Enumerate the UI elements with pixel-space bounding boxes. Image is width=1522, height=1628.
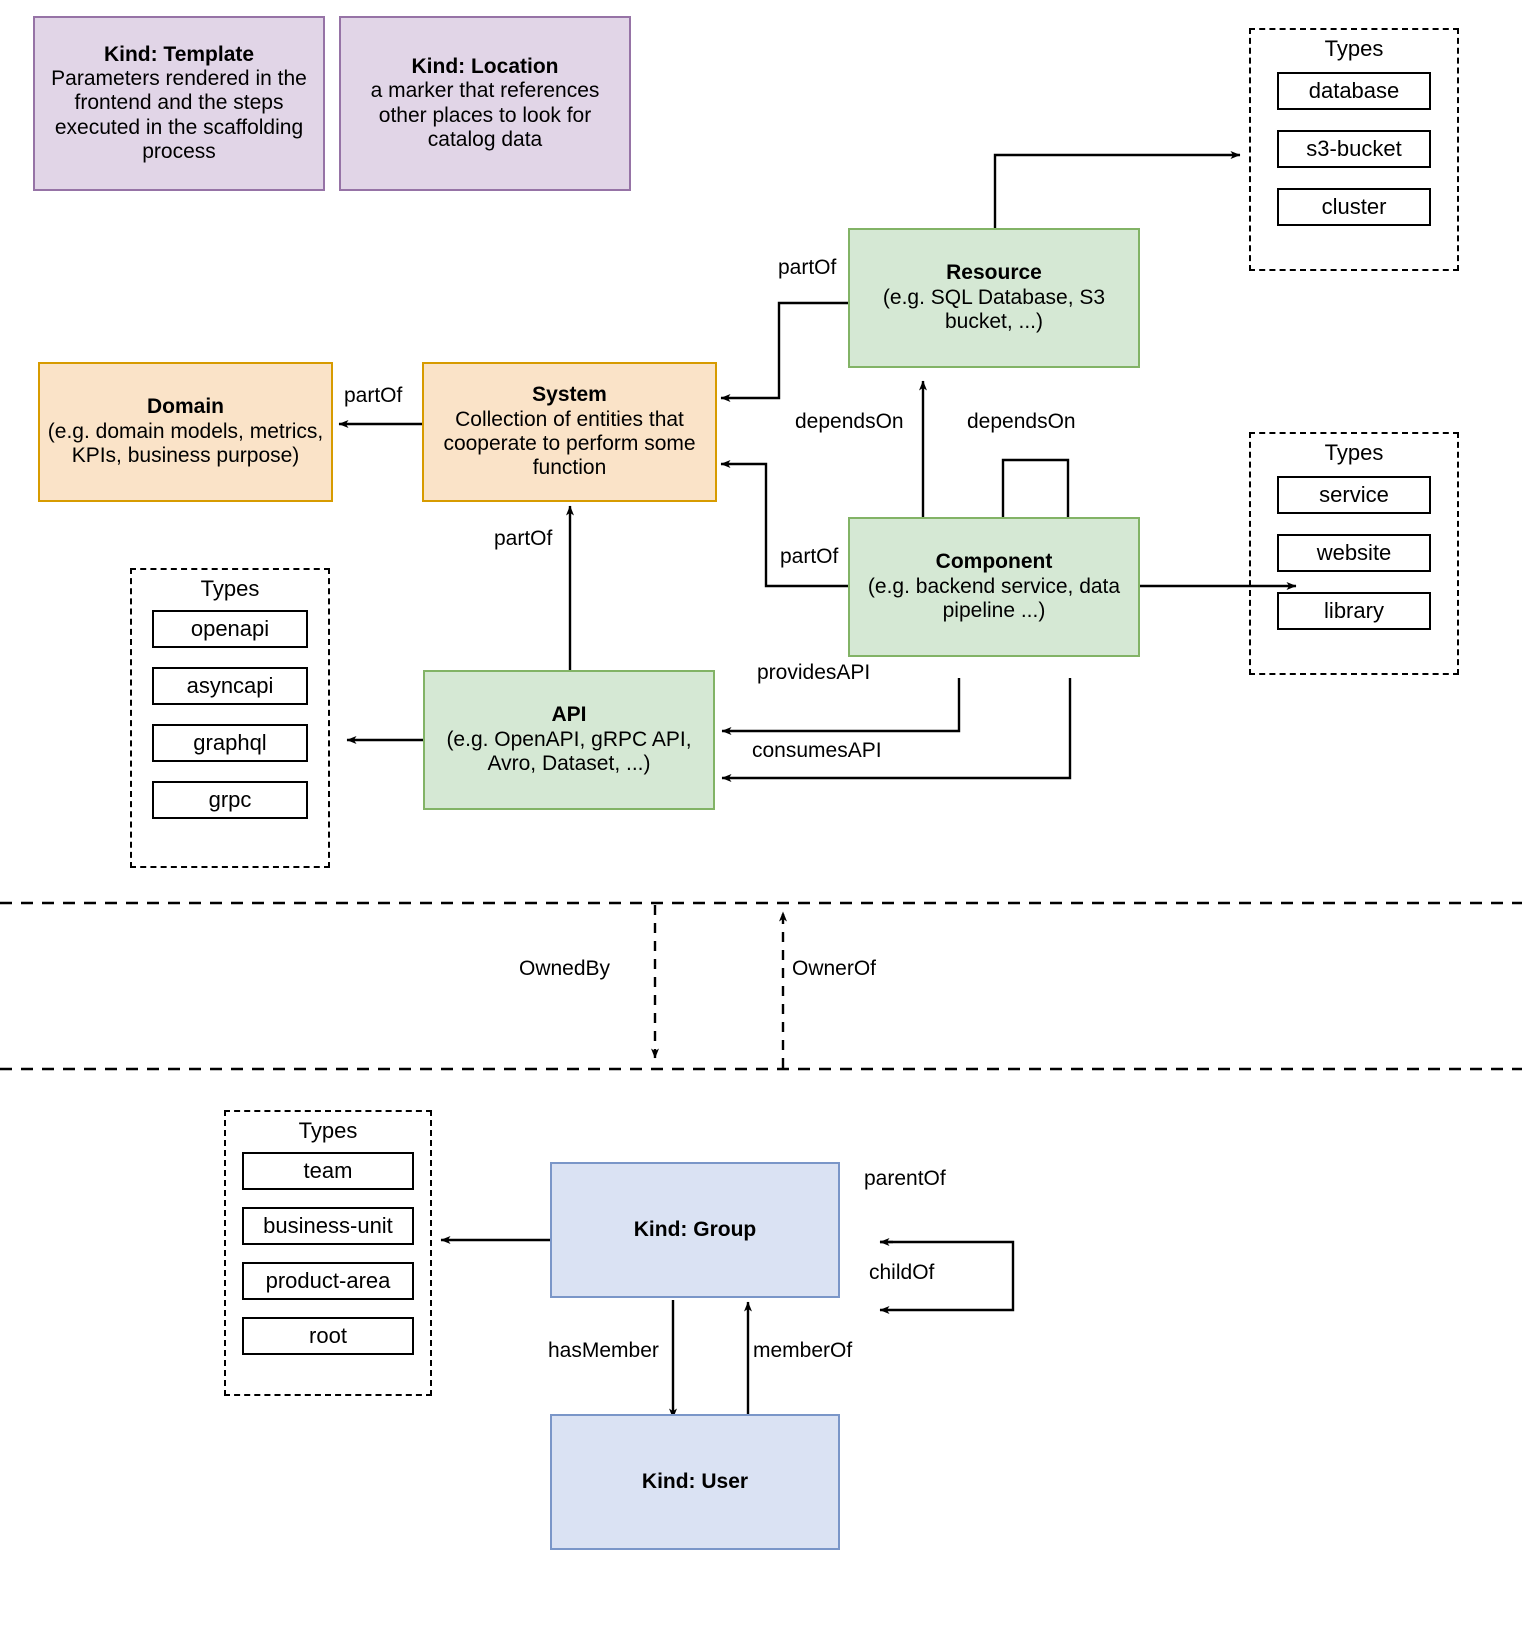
type-chip-root[interactable]: root	[242, 1317, 414, 1355]
node-user-title: Kind: User	[641, 1469, 749, 1493]
edge-group-parentof	[879, 1240, 1015, 1314]
types-group-resource: Types database s3-bucket cluster	[1249, 28, 1459, 271]
edge-label-user-memberof: memberOf	[753, 1339, 853, 1362]
edge-label-group-childof: childOf	[869, 1261, 935, 1284]
node-kind-user[interactable]: Kind: User	[550, 1414, 840, 1550]
edge-label-component-consumesapi: consumesAPI	[752, 739, 882, 762]
edge-label-component-dependson-resource: dependsOn	[795, 410, 904, 433]
node-domain-title: Domain	[146, 395, 224, 419]
edge-component-consumesapi-api	[721, 678, 1072, 782]
node-kind-template[interactable]: Kind: Template Parameters rendered in th…	[33, 16, 325, 191]
edge-label-group-hasmember: hasMember	[548, 1339, 659, 1362]
node-domain-description: (e.g. domain models, metrics, KPIs, busi…	[47, 419, 324, 468]
node-location-description: a marker that references other places to…	[370, 79, 600, 151]
edge-label-resource-partof-system: partOf	[778, 256, 837, 279]
edge-label-api-partof-system: partOf	[494, 527, 553, 550]
node-resource-description: (e.g. SQL Database, S3 bucket, ...)	[882, 285, 1106, 334]
type-chip-team[interactable]: team	[242, 1152, 414, 1190]
type-chip-business-unit[interactable]: business-unit	[242, 1207, 414, 1245]
node-api[interactable]: API (e.g. OpenAPI, gRPC API, Avro, Datas…	[423, 670, 715, 810]
type-chip-grpc[interactable]: grpc	[152, 781, 308, 819]
node-template-description: Parameters rendered in the frontend and …	[51, 66, 307, 164]
type-chip-database[interactable]: database	[1277, 72, 1431, 110]
types-group-resource-title: Types	[1324, 36, 1384, 61]
edge-component-dependson-component	[1001, 458, 1072, 537]
node-system-description: Collection of entities that cooperate to…	[443, 407, 696, 480]
node-api-title: API	[551, 703, 587, 727]
node-resource[interactable]: Resource (e.g. SQL Database, S3 bucket, …	[848, 228, 1140, 368]
edge-resource-partof-system	[720, 301, 848, 402]
node-kind-group[interactable]: Kind: Group	[550, 1162, 840, 1298]
node-component[interactable]: Component (e.g. backend service, data pi…	[848, 517, 1140, 657]
types-group-component-title: Types	[1324, 440, 1384, 465]
edge-label-ownedby: OwnedBy	[519, 957, 611, 980]
edge-component-providesapi-api	[721, 678, 961, 735]
edge-label-system-partof-domain: partOf	[344, 384, 403, 407]
types-group-api-title: Types	[200, 576, 260, 601]
type-chip-service[interactable]: service	[1277, 476, 1431, 514]
type-chip-s3-bucket[interactable]: s3-bucket	[1277, 130, 1431, 168]
node-kind-location[interactable]: Kind: Location a marker that references …	[339, 16, 631, 191]
node-domain[interactable]: Domain (e.g. domain models, metrics, KPI…	[38, 362, 333, 502]
edge-label-component-providesapi: providesAPI	[757, 661, 871, 684]
node-component-description: (e.g. backend service, data pipeline ...…	[867, 574, 1121, 623]
type-chip-cluster[interactable]: cluster	[1277, 188, 1431, 226]
node-system[interactable]: System Collection of entities that coope…	[422, 362, 717, 502]
edge-label-ownerof: OwnerOf	[792, 957, 877, 980]
type-chip-product-area[interactable]: product-area	[242, 1262, 414, 1300]
type-chip-openapi[interactable]: openapi	[152, 610, 308, 648]
edge-label-group-parentof: parentOf	[864, 1167, 946, 1190]
type-chip-graphql[interactable]: graphql	[152, 724, 308, 762]
types-group-api: Types openapi asyncapi graphql grpc	[130, 568, 330, 868]
edge-component-partof-system	[720, 460, 876, 588]
node-template-title: Kind: Template	[103, 42, 255, 66]
edge-resource-to-types	[993, 151, 1241, 228]
types-group-component: Types service website library	[1249, 432, 1459, 675]
type-chip-library[interactable]: library	[1277, 592, 1431, 630]
node-resource-title: Resource	[946, 261, 1042, 285]
types-group-group: Types team business-unit product-area ro…	[224, 1110, 432, 1396]
edge-label-component-partof-system: partOf	[780, 545, 839, 568]
node-system-title: System	[532, 383, 607, 407]
edge-label-component-dependson-component: dependsOn	[967, 410, 1076, 433]
node-group-title: Kind: Group	[633, 1217, 757, 1241]
node-component-title: Component	[935, 550, 1053, 574]
type-chip-website[interactable]: website	[1277, 534, 1431, 572]
types-group-group-title: Types	[298, 1118, 358, 1143]
node-api-description: (e.g. OpenAPI, gRPC API, Avro, Dataset, …	[446, 727, 692, 776]
type-chip-asyncapi[interactable]: asyncapi	[152, 667, 308, 705]
node-location-title: Kind: Location	[411, 54, 559, 78]
